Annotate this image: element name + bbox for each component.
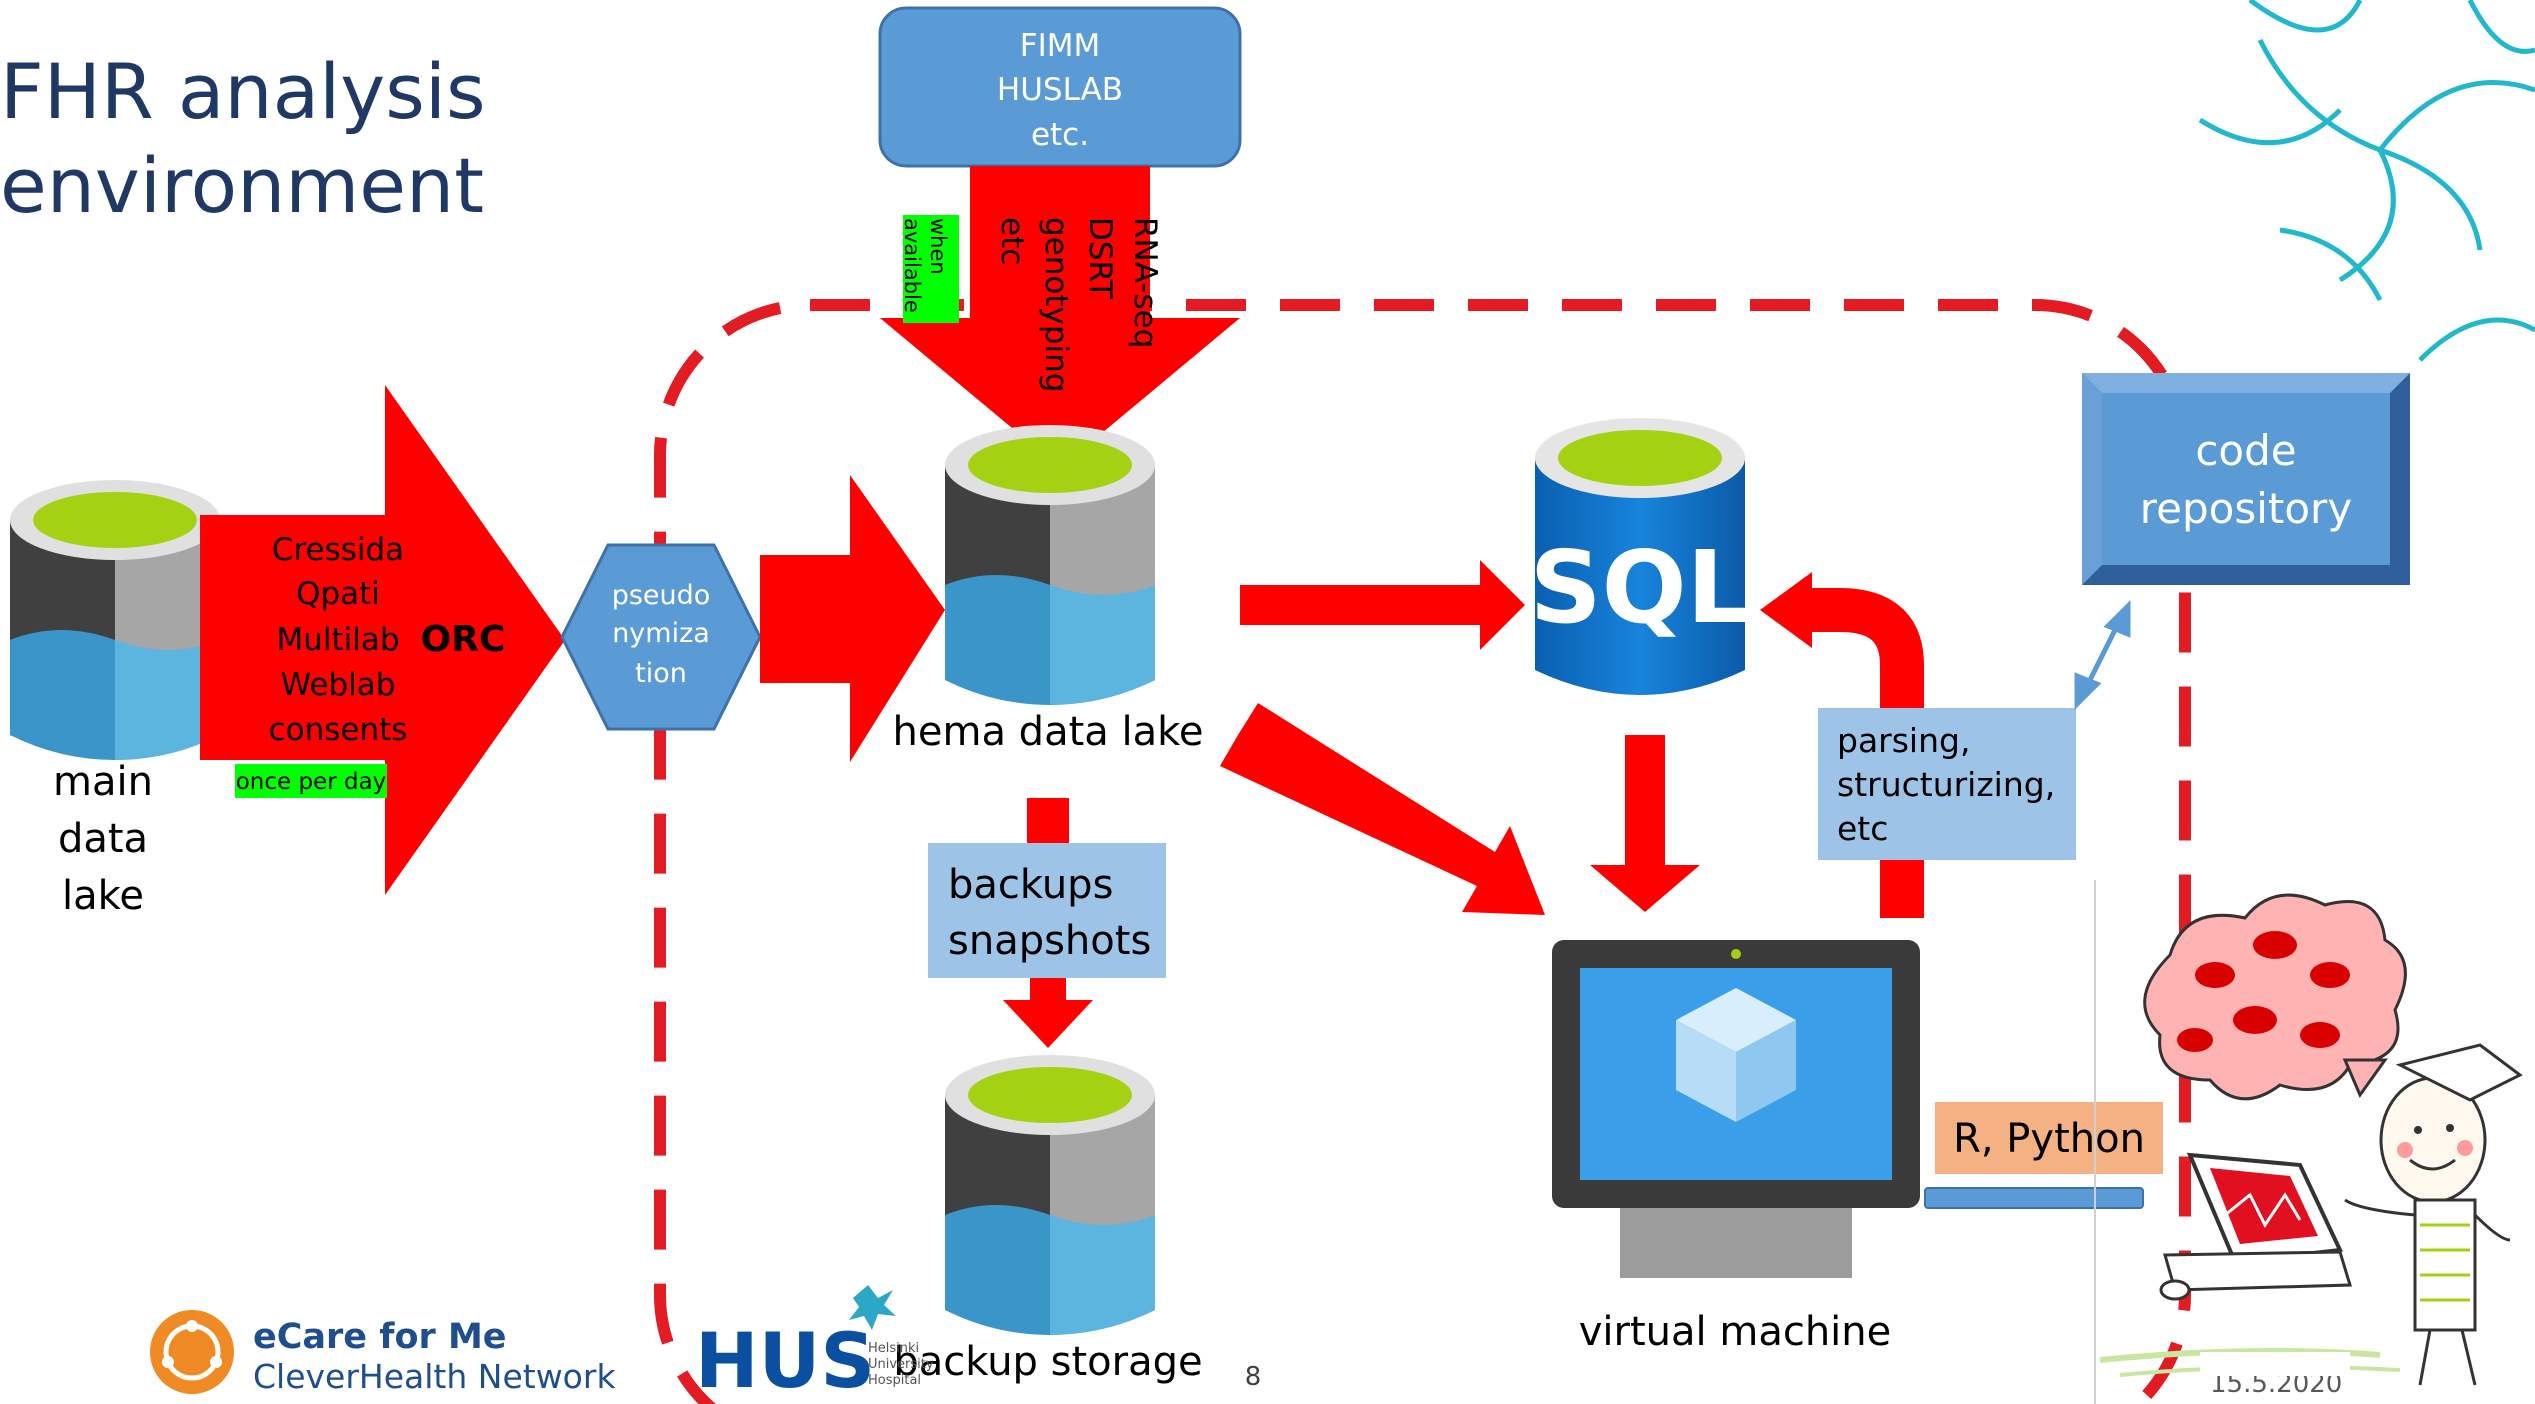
sql-database-icon: SQL	[1530, 418, 1751, 695]
svg-text:SQL: SQL	[1530, 529, 1751, 646]
svg-text:tion: tion	[635, 658, 687, 689]
virtual-machine-icon	[1552, 940, 1920, 1278]
svg-text:HUSLAB: HUSLAB	[997, 72, 1123, 108]
researcher-illustration	[2099, 893, 2523, 1386]
svg-text:Weblab: Weblab	[281, 667, 396, 703]
svg-text:Qpati: Qpati	[296, 576, 380, 612]
arrow-vm-to-sql-head	[1760, 572, 1812, 648]
backups-label-box: backups snapshots	[928, 843, 1166, 978]
svg-text:once per day: once per day	[236, 769, 387, 795]
sync-arrow	[2074, 599, 2131, 711]
svg-text:Multilab: Multilab	[276, 622, 399, 658]
svg-text:Helsinki: Helsinki	[868, 1341, 919, 1356]
svg-text:Cressida: Cressida	[272, 532, 404, 568]
svg-text:consents: consents	[269, 712, 408, 748]
virtual-machine-label: virtual machine	[1579, 1309, 1892, 1355]
svg-text:etc: etc	[994, 217, 1030, 265]
ingest-arrow-down: RNA-seq DSRT genotyping etc	[880, 166, 1240, 468]
r-python-label: R, Python	[1935, 1102, 2163, 1174]
svg-text:nymiza: nymiza	[612, 618, 710, 649]
svg-text:University: University	[868, 1357, 934, 1372]
pseudonymization-step: pseudo nymiza tion	[560, 543, 762, 731]
main-data-lake-label: main data lake	[53, 759, 153, 919]
svg-text:ORC: ORC	[421, 619, 506, 660]
svg-text:etc.: etc.	[1031, 117, 1089, 153]
svg-text:RNA-seq: RNA-seq	[1127, 217, 1163, 348]
arrow-backups-to-storage	[1003, 978, 1093, 1048]
svg-text:etc: etc	[1837, 809, 1888, 848]
svg-text:DSRT: DSRT	[1082, 217, 1118, 300]
svg-text:Hospital: Hospital	[868, 1373, 921, 1388]
arrow-hema-to-vm	[1220, 703, 1545, 915]
svg-text:repository: repository	[2140, 484, 2352, 533]
source-box: FIMM HUSLAB etc.	[878, 6, 1242, 168]
svg-text:snapshots: snapshots	[948, 918, 1151, 964]
svg-text:eCare for Me: eCare for Me	[253, 1317, 507, 1357]
page-title: FHR analysis environment	[0, 47, 486, 230]
arrow-pseudo-to-hema	[760, 475, 945, 762]
hema-data-lake-icon	[945, 425, 1155, 705]
svg-text:parsing,: parsing,	[1837, 721, 1970, 760]
hema-data-lake-label: hema data lake	[893, 709, 1204, 755]
svg-text:lake: lake	[62, 873, 144, 919]
svg-text:when: when	[926, 218, 950, 275]
date-occluder	[2200, 1352, 2350, 1376]
code-repository-box: code repository	[2082, 373, 2410, 585]
svg-text:pseudo: pseudo	[612, 580, 711, 611]
vm-cable	[1924, 1187, 2144, 1209]
arrow-hema-to-backups-stem	[1027, 798, 1069, 846]
svg-text:CleverHealth Network: CleverHealth Network	[253, 1357, 616, 1396]
decorative-star-pattern	[2198, 0, 2535, 362]
page-number: 8	[1245, 1362, 1262, 1392]
svg-text:R, Python: R, Python	[1953, 1116, 2145, 1162]
svg-text:available: available	[900, 218, 924, 313]
svg-text:code: code	[2195, 426, 2296, 475]
arrow-vm-to-sql-parsing	[1812, 588, 1924, 918]
orc-arrow: Cressida Qpati Multilab Weblab consents …	[200, 385, 565, 895]
ecare-logo: eCare for Me CleverHealth Network	[150, 1310, 616, 1396]
svg-text:FHR analysis: FHR analysis	[0, 47, 486, 136]
once-per-day-badge: once per day	[235, 764, 387, 798]
svg-text:FIMM: FIMM	[1020, 28, 1100, 64]
svg-text:environment: environment	[0, 141, 484, 230]
parsing-label-box: parsing, structurizing, etc	[1818, 708, 2076, 860]
svg-text:structurizing,: structurizing,	[1837, 765, 2055, 804]
hus-logo: HUS Helsinki University Hospital	[695, 1285, 934, 1404]
svg-text:main: main	[53, 759, 153, 805]
svg-text:data: data	[58, 816, 148, 862]
svg-text:backups: backups	[948, 862, 1113, 908]
svg-text:HUS: HUS	[695, 1316, 875, 1404]
secure-environment-boundary	[654, 299, 2191, 1404]
backup-storage-icon	[945, 1055, 1155, 1335]
arrow-sql-to-vm	[1590, 735, 1700, 912]
svg-text:genotyping: genotyping	[1038, 217, 1074, 392]
main-data-lake-icon	[10, 480, 220, 760]
when-available-badge: when available	[900, 215, 959, 323]
arrow-hema-to-sql	[1240, 560, 1525, 650]
backup-storage-label: backup storage	[893, 1339, 1202, 1385]
